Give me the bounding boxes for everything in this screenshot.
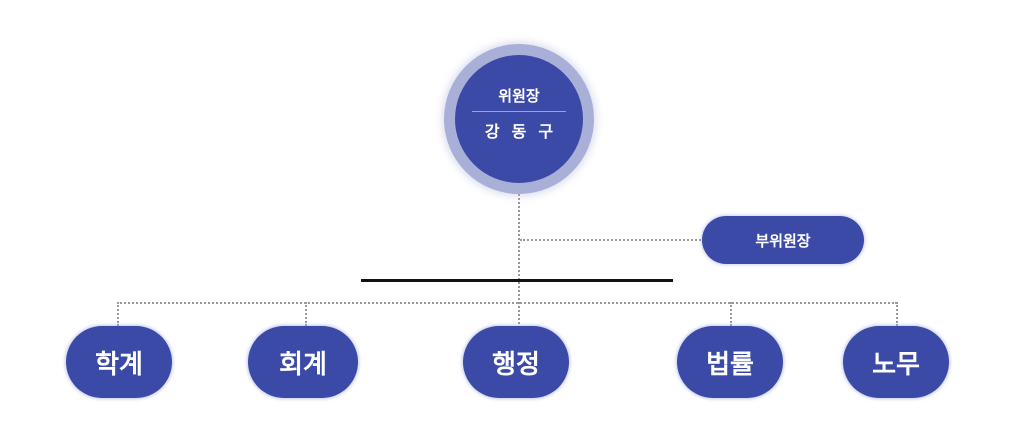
connector-drop-5 <box>896 302 898 326</box>
vice-chair-connector <box>520 239 704 241</box>
department-node-administration: 행정 <box>463 326 569 398</box>
connector-drop-1 <box>117 302 119 326</box>
chair-connector <box>518 194 520 324</box>
connector-drop-2 <box>305 302 307 326</box>
connector-drop-4 <box>730 302 732 326</box>
department-node-labor: 노무 <box>843 326 949 398</box>
department-connector <box>117 302 897 304</box>
vice-chair-node: 부위원장 <box>702 216 864 264</box>
department-node-accounting: 회계 <box>248 326 358 398</box>
chair-node: 위원장 강동구 <box>455 55 583 183</box>
chair-title: 위원장 <box>498 87 540 105</box>
chair-name: 강동구 <box>484 122 566 141</box>
chair-rule <box>472 111 566 112</box>
department-node-academia: 학계 <box>66 326 172 398</box>
department-node-law: 법률 <box>677 326 783 398</box>
divider-line <box>361 279 673 282</box>
